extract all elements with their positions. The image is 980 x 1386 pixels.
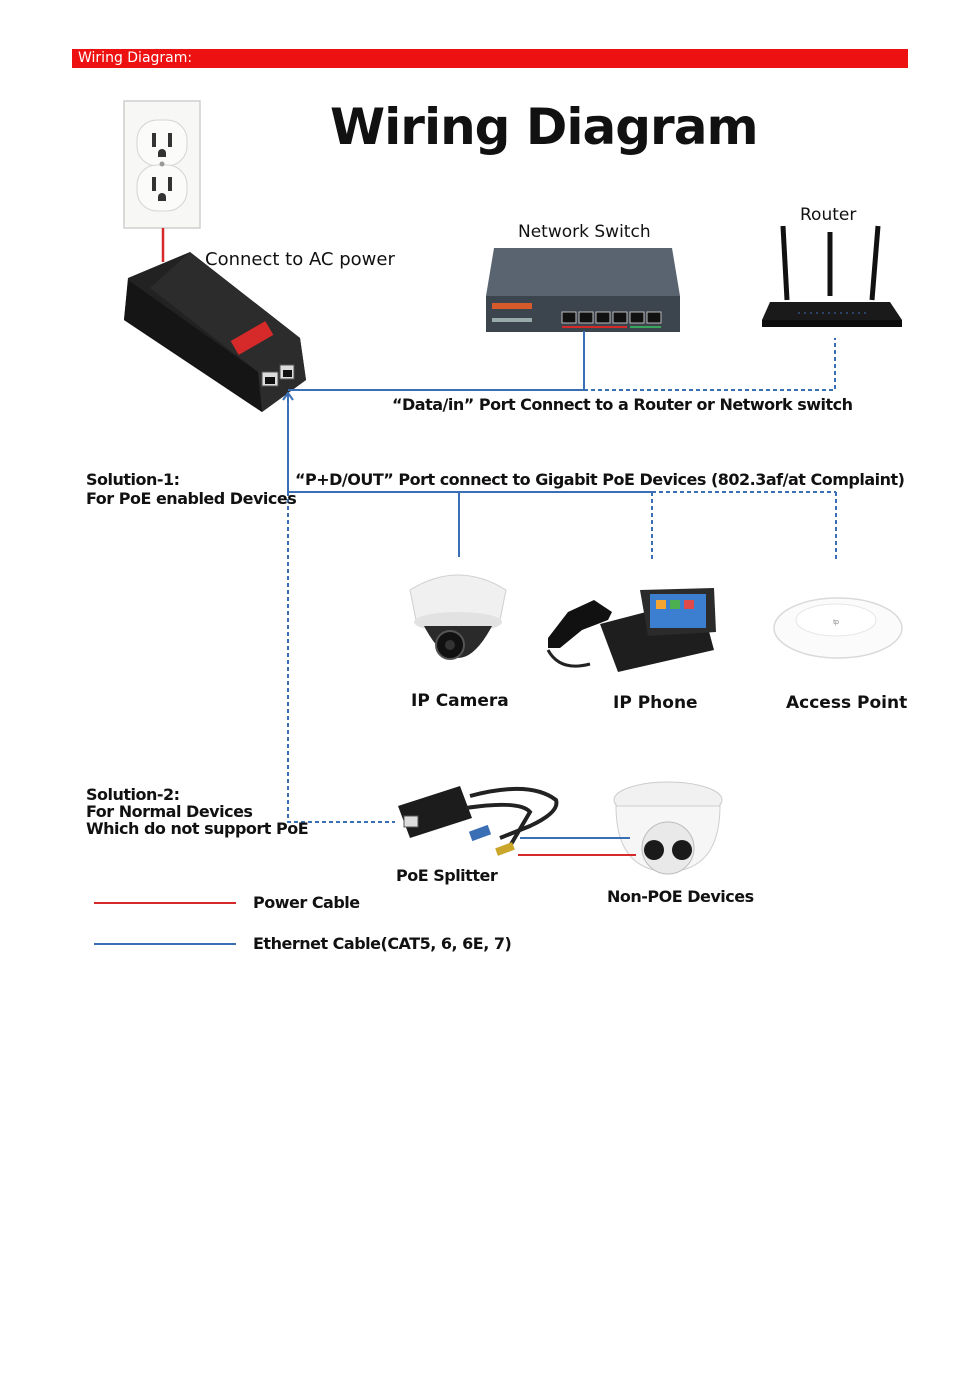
ip-camera-icon — [409, 574, 507, 660]
ip-phone-label: IP Phone — [613, 693, 698, 713]
ip-camera-label: IP Camera — [411, 691, 509, 711]
section-header-label: Wiring Diagram: — [78, 50, 193, 66]
poe-injector-icon — [124, 252, 306, 412]
ip-phone-icon — [546, 588, 716, 672]
poe-splitter-icon — [398, 786, 559, 856]
svg-text:tp: tp — [833, 619, 839, 626]
ac-power-label: Connect to AC power — [205, 249, 395, 270]
router-label: Router — [800, 205, 857, 225]
solution-2-title: Solution-2: — [86, 785, 180, 804]
pd-out-label: “P+D/OUT” Port connect to Gigabit PoE De… — [295, 470, 905, 489]
non-poe-label: Non-POE Devices — [607, 887, 754, 906]
diagram-title: Wiring Diagram — [330, 98, 759, 156]
solution-1-desc: For PoE enabled Devices — [86, 489, 297, 508]
poe-splitter-label: PoE Splitter — [396, 866, 498, 885]
data-in-label: “Data/in” Port Connect to a Router or Ne… — [392, 395, 853, 414]
router-icon — [762, 225, 902, 327]
solution-1-block: Solution-1: For PoE enabled Devices — [86, 470, 297, 508]
solution-2-line2: Which do not support PoE — [86, 819, 309, 838]
section-header-bar: Wiring Diagram: — [72, 49, 908, 68]
non-poe-camera-icon — [613, 781, 723, 875]
access-point-icon: tp — [773, 597, 903, 659]
solution-2-line1: For Normal Devices — [86, 802, 253, 821]
legend-ethernet-label: Ethernet Cable(CAT5, 6, 6E, 7) — [253, 934, 512, 953]
solution-2-block: Solution-2: For Normal Devices Which do … — [86, 785, 309, 838]
legend-power-label: Power Cable — [253, 893, 360, 912]
outlet-icon — [123, 100, 201, 229]
network-switch-icon — [486, 248, 680, 332]
access-point-label: Access Point — [786, 693, 908, 713]
solution-1-title: Solution-1: — [86, 470, 180, 489]
network-switch-label: Network Switch — [518, 222, 651, 242]
